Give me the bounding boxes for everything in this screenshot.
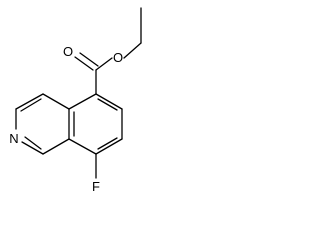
bond-ester-o-methyl <box>123 42 142 59</box>
bond-c4-c3-inner <box>20 98 42 112</box>
structure-diagram: O O N F <box>9 7 142 194</box>
bond-c4a-c4 <box>42 93 70 110</box>
atom-ring-nitrogen: N <box>9 131 18 146</box>
atom-carbonyl-oxygen: O <box>63 44 73 59</box>
bond-n2-c1-inner <box>24 136 42 150</box>
bond-c5-c6 <box>95 93 123 110</box>
bond-n2-c1 <box>21 141 44 155</box>
bond-c7-c8 <box>95 138 123 155</box>
bond-c4-c3 <box>15 93 44 110</box>
bond-c4a-c5 <box>68 93 97 110</box>
atom-ester-oxygen: O <box>113 50 123 65</box>
bond-c7-c8-inner <box>97 137 118 150</box>
bond-carbonyl-double-o-b <box>79 52 99 67</box>
bond-carbonyl-double-o-a <box>74 56 94 71</box>
bond-c1-c8a <box>42 138 70 155</box>
bond-c8-c8a <box>68 138 97 155</box>
bond-c5-c6-inner <box>97 98 118 111</box>
atom-fluorine: F <box>92 179 100 194</box>
bond-carbonyl-ester-o <box>95 57 113 71</box>
